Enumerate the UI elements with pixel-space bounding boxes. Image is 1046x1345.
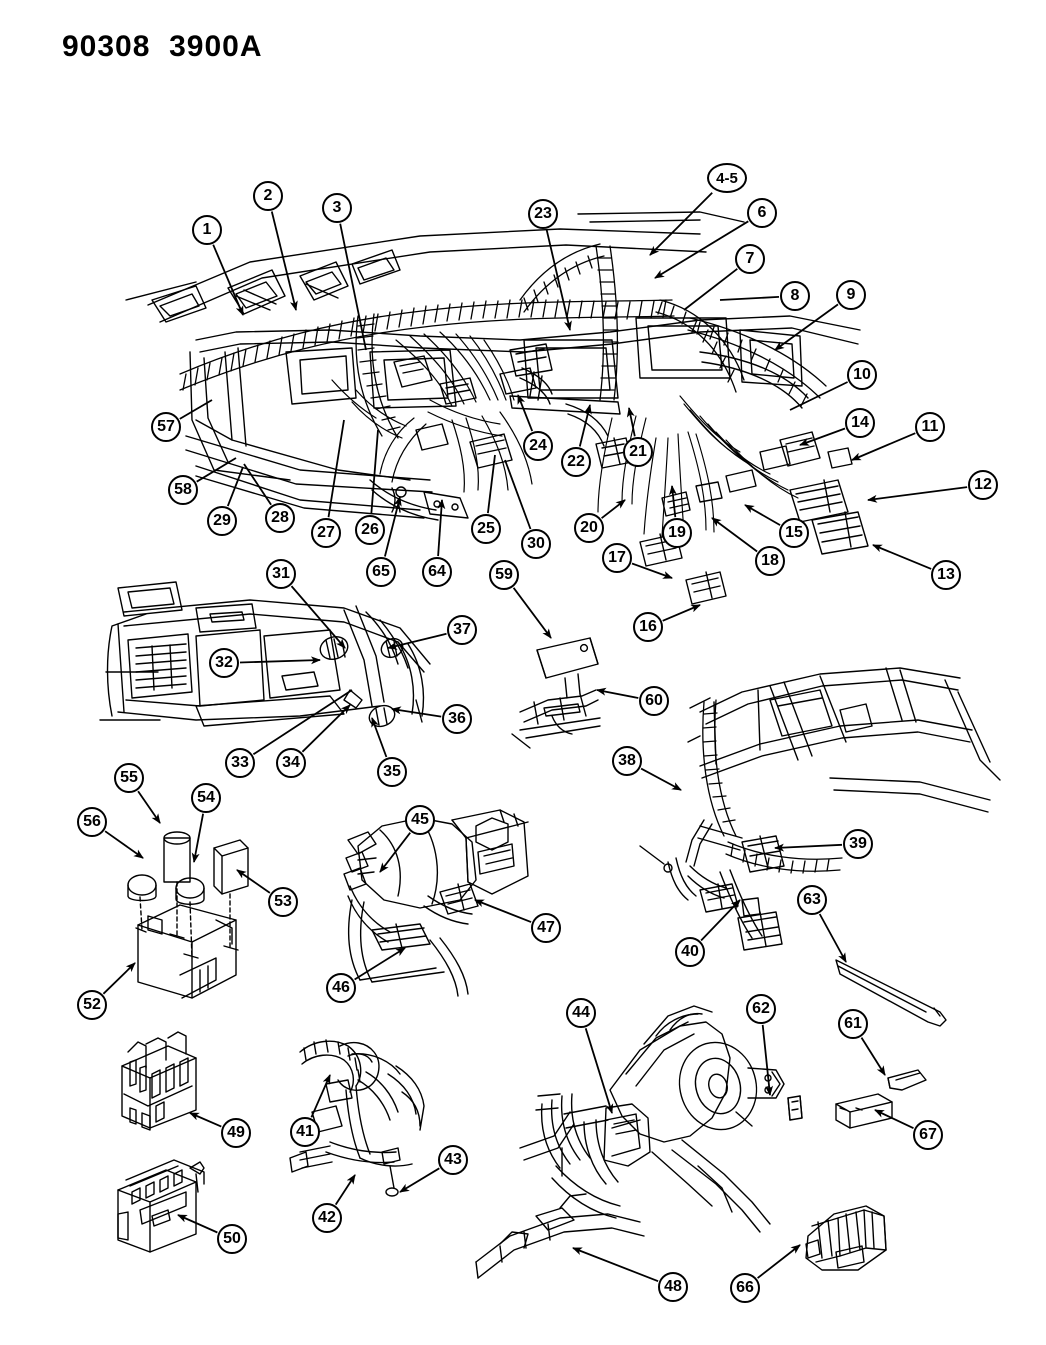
- callout-9[interactable]: 9: [836, 280, 866, 310]
- callout-45[interactable]: 45: [405, 805, 435, 835]
- callout-28[interactable]: 28: [265, 503, 295, 533]
- relay-module-group: [127, 831, 249, 999]
- callout-39[interactable]: 39: [843, 829, 873, 859]
- callout-54[interactable]: 54: [191, 783, 221, 813]
- callout-4-5[interactable]: 4-5: [707, 163, 747, 193]
- instrument-panel-group: [125, 211, 869, 605]
- roof-rail-group: [639, 667, 1001, 951]
- callout-16[interactable]: 16: [633, 612, 663, 642]
- callout-33[interactable]: 33: [225, 748, 255, 778]
- callout-6[interactable]: 6: [747, 198, 777, 228]
- callout-36[interactable]: 36: [442, 704, 472, 734]
- callout-40[interactable]: 40: [675, 937, 705, 967]
- callout-13[interactable]: 13: [931, 560, 961, 590]
- callout-34[interactable]: 34: [276, 748, 306, 778]
- callout-42[interactable]: 42: [312, 1203, 342, 1233]
- door-panel-group: [99, 581, 431, 728]
- callout-37[interactable]: 37: [447, 615, 477, 645]
- callout-38[interactable]: 38: [612, 746, 642, 776]
- callout-63[interactable]: 63: [797, 885, 827, 915]
- callout-61[interactable]: 61: [838, 1009, 868, 1039]
- page-title: 90308 3900A: [62, 30, 263, 63]
- callout-50[interactable]: 50: [217, 1224, 247, 1254]
- callout-35[interactable]: 35: [377, 757, 407, 787]
- callout-26[interactable]: 26: [355, 515, 385, 545]
- callout-2[interactable]: 2: [253, 181, 283, 211]
- callout-20[interactable]: 20: [574, 513, 604, 543]
- module-59-60: [511, 637, 601, 749]
- harness-41-42-43: [289, 1039, 425, 1197]
- callout-56[interactable]: 56: [77, 807, 107, 837]
- callout-21[interactable]: 21: [623, 437, 653, 467]
- callout-46[interactable]: 46: [326, 973, 356, 1003]
- callout-59[interactable]: 59: [489, 560, 519, 590]
- callout-47[interactable]: 47: [531, 913, 561, 943]
- callout-41[interactable]: 41: [290, 1117, 320, 1147]
- steering-column-group: [475, 1005, 785, 1279]
- callout-8[interactable]: 8: [780, 281, 810, 311]
- callout-60[interactable]: 60: [639, 686, 669, 716]
- callout-15[interactable]: 15: [779, 518, 809, 548]
- callout-17[interactable]: 17: [602, 543, 632, 573]
- callout-53[interactable]: 53: [268, 887, 298, 917]
- callout-29[interactable]: 29: [207, 506, 237, 536]
- callout-67[interactable]: 67: [913, 1120, 943, 1150]
- callout-1[interactable]: 1: [192, 215, 222, 245]
- callout-66[interactable]: 66: [730, 1273, 760, 1303]
- callout-12[interactable]: 12: [968, 470, 998, 500]
- callout-31[interactable]: 31: [266, 559, 296, 589]
- callout-24[interactable]: 24: [523, 431, 553, 461]
- misc-hardware-group: [787, 959, 947, 1271]
- callout-11[interactable]: 11: [915, 412, 945, 442]
- callout-65[interactable]: 65: [366, 557, 396, 587]
- callout-3[interactable]: 3: [322, 193, 352, 223]
- callout-58[interactable]: 58: [168, 475, 198, 505]
- callout-27[interactable]: 27: [311, 518, 341, 548]
- callout-32[interactable]: 32: [209, 648, 239, 678]
- callout-52[interactable]: 52: [77, 990, 107, 1020]
- callout-55[interactable]: 55: [114, 763, 144, 793]
- blower-hvac-group: [343, 809, 529, 997]
- callout-48[interactable]: 48: [658, 1272, 688, 1302]
- callout-18[interactable]: 18: [755, 546, 785, 576]
- callout-19[interactable]: 19: [662, 518, 692, 548]
- callout-43[interactable]: 43: [438, 1145, 468, 1175]
- callout-22[interactable]: 22: [561, 447, 591, 477]
- callout-57[interactable]: 57: [151, 412, 181, 442]
- callout-10[interactable]: 10: [847, 360, 877, 390]
- callout-30[interactable]: 30: [521, 529, 551, 559]
- callout-23[interactable]: 23: [528, 199, 558, 229]
- fuse-blocks-group: [117, 1031, 205, 1253]
- callout-14[interactable]: 14: [845, 408, 875, 438]
- callout-62[interactable]: 62: [746, 994, 776, 1024]
- callout-49[interactable]: 49: [221, 1118, 251, 1148]
- callout-7[interactable]: 7: [735, 244, 765, 274]
- callout-64[interactable]: 64: [422, 557, 452, 587]
- callout-25[interactable]: 25: [471, 514, 501, 544]
- callout-44[interactable]: 44: [566, 998, 596, 1028]
